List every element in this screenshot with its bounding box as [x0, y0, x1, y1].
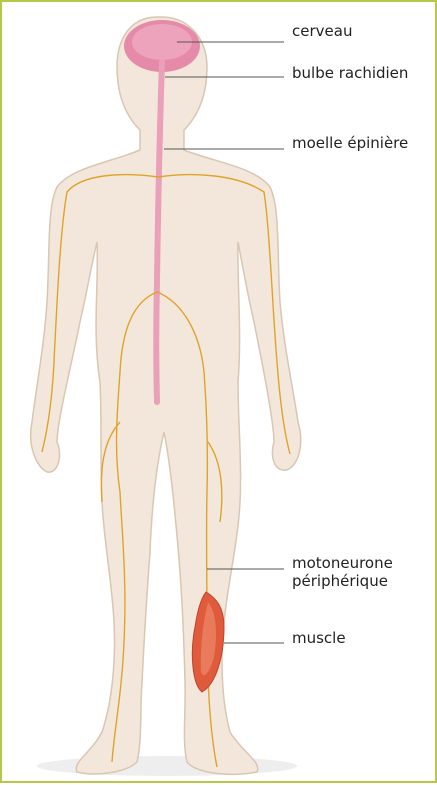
label-motor-neuron-line2: périphérique [292, 572, 388, 590]
label-muscle: muscle [292, 629, 346, 647]
label-medulla: bulbe rachidien [292, 64, 408, 82]
label-spinal-cord: moelle épinière [292, 134, 408, 152]
label-brain: cerveau [292, 22, 352, 40]
label-motor-neuron-line1: motoneurone [292, 554, 393, 572]
body-silhouette [31, 17, 301, 774]
